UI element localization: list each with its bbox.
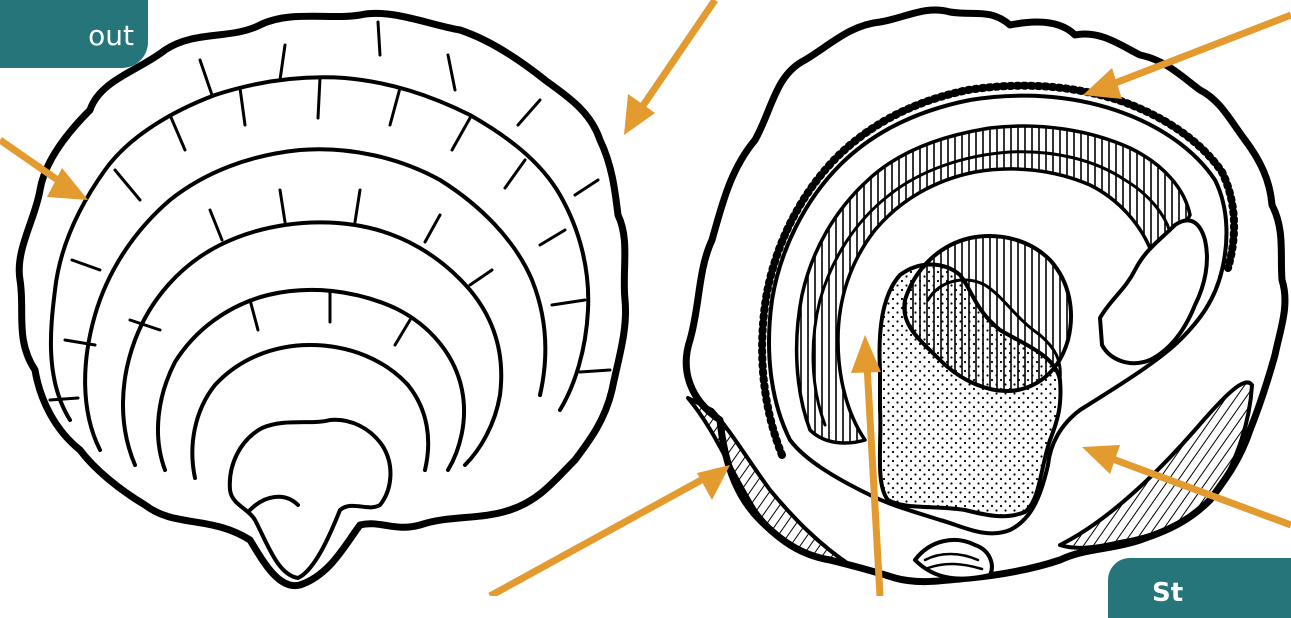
oyster-diagram (0, 0, 1291, 596)
label-text-top-left: out (88, 19, 134, 52)
arrow-icon (624, 0, 715, 135)
label-tab-top-left: out (0, 0, 148, 68)
label-text-bottom-right: St (1152, 578, 1183, 608)
shell-umbo (230, 420, 391, 578)
shell-interior (686, 10, 1285, 582)
shell-exterior (19, 13, 625, 585)
label-tab-bottom-right: St (1108, 558, 1291, 618)
